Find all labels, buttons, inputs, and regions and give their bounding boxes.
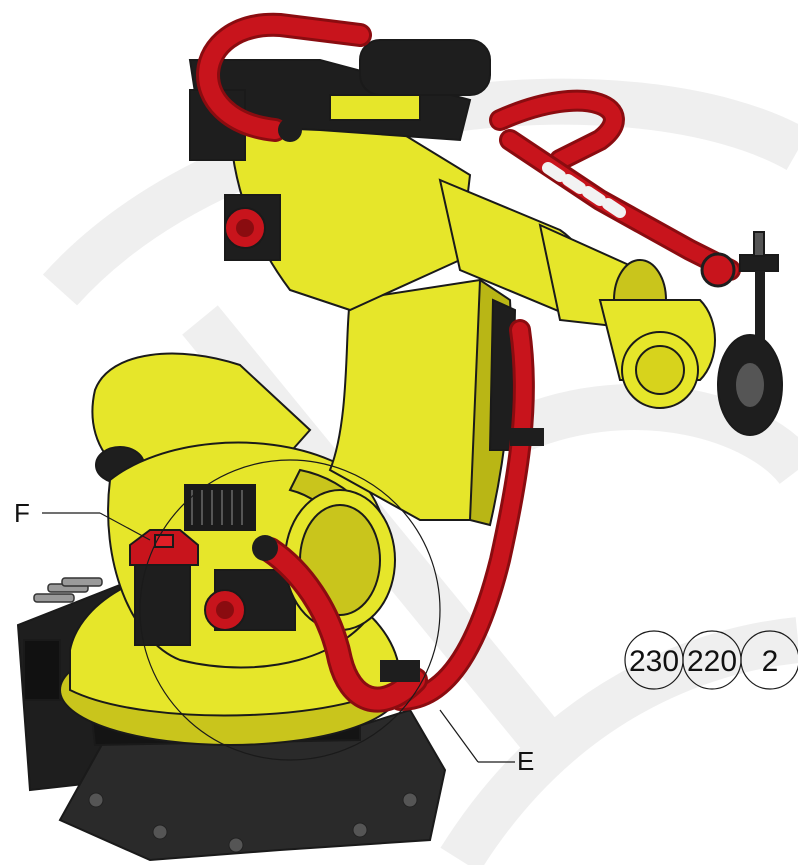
callout-f: F xyxy=(14,498,151,541)
lower-arm xyxy=(91,352,396,669)
upper-column xyxy=(328,278,517,527)
balloon-label: 230 xyxy=(629,645,679,678)
j2-motor xyxy=(129,529,199,646)
balloon: 2 xyxy=(740,630,798,690)
callout-e: E xyxy=(439,709,534,776)
base-connector-block xyxy=(23,639,61,701)
base-cable-pins xyxy=(33,577,103,603)
item-balloons: 230 220 2 xyxy=(624,630,798,690)
callout-e-label: E xyxy=(517,746,534,776)
balloon-label: 220 xyxy=(687,645,737,678)
callout-f-label: F xyxy=(14,498,30,528)
wrist-bracket xyxy=(739,231,779,341)
j4-motor xyxy=(224,194,281,261)
cooling-fins xyxy=(184,484,256,531)
balloon: 230 xyxy=(624,630,684,690)
balloon-label: 2 xyxy=(762,645,779,678)
detail-circle-e xyxy=(139,459,441,761)
dress-pack-hoses xyxy=(196,12,741,713)
balloon: 220 xyxy=(682,630,742,690)
j3-motor xyxy=(204,569,296,631)
